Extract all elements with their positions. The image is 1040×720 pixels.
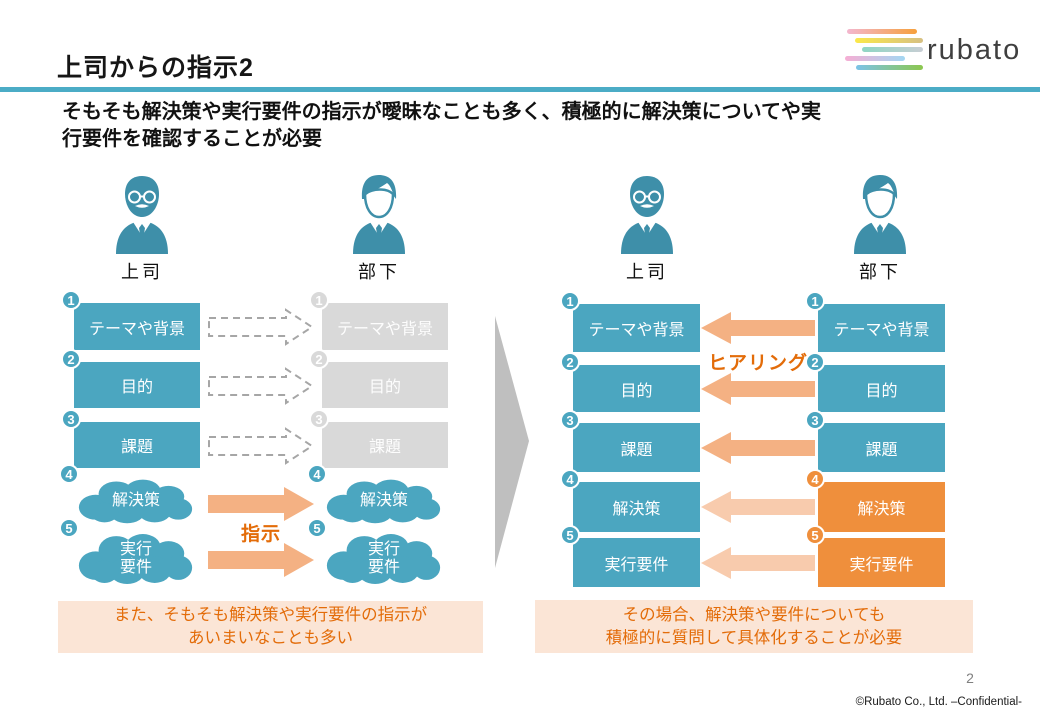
box-label: 実行要件 [604,556,669,574]
step-number-badge: 5 [560,525,580,545]
step-number-badge: 3 [309,409,329,429]
right-boss-box-purpose: 2 目的 [560,352,700,412]
box-label: 目的 [865,382,898,400]
cloud-label: 解決策 [359,492,408,509]
logo-stripe [847,29,917,34]
step-number-badge: 5 [307,518,327,538]
left-boss-box-theme: 1 テーマや背景 [61,290,200,350]
step-number-badge: 3 [560,410,580,430]
left-boss-box-purpose: 2 目的 [61,349,200,408]
right-sub-box-theme: 1 テーマや背景 [805,291,945,352]
title-divider [0,87,1040,92]
right-boss-box-issue: 3 課題 [560,410,700,472]
left-sub-box-issue: 3 課題 [309,409,448,468]
step-number-badge: 1 [560,291,580,311]
box-label: テーマや背景 [833,322,930,339]
left-note-box: また、そもそも解決策や実行要件の指示が あいまいなことも多い [58,601,483,653]
step-number-badge: 4 [307,464,327,484]
solid-left-arrow-icon [701,432,815,464]
step-number-badge: 3 [61,409,81,429]
transition-chevron-icon [495,316,529,568]
page-number: 2 [966,670,974,686]
pale-left-arrow-icon [701,547,815,579]
solid-right-arrow-icon [208,487,314,521]
pale-left-arrow-icon [701,491,815,523]
subordinate-person-icon [852,174,908,254]
copyright-text: ©Rubato Co., Ltd. –Confidential- [855,696,1022,708]
box-label: テーマや背景 [588,322,685,339]
box-label: 課題 [620,441,653,459]
cloud-label: 実行 要件 [367,540,400,576]
left-sub-cloud-solution: 4 解決策 [307,464,448,525]
boss-label: 上司 [121,262,163,282]
right-sub-box-purpose: 2 目的 [805,352,945,412]
box-label: テーマや背景 [336,320,433,338]
box-label: 目的 [620,382,653,400]
right-note-box: その場合、解決策や要件についても 積極的に質問して具体化することが必要 [535,600,973,653]
step-number-badge: 1 [61,290,81,310]
box-label: 課題 [368,439,401,456]
box-label: 目的 [120,379,153,396]
step-number-badge: 2 [309,349,329,369]
subordinate-label: 部下 [358,262,400,282]
box-label: 課題 [120,439,153,456]
instruction-flow-label: 指示 [240,524,281,545]
subordinate-label: 部下 [859,262,901,282]
cloud-label: 解決策 [111,492,160,509]
box-label: 課題 [865,441,898,459]
solid-left-arrow-icon [701,373,815,405]
rubato-logo: rubato [843,22,1028,78]
logo-stripe [862,47,923,52]
right-boss-box-theme: 1 テーマや背景 [560,291,700,352]
right-sub-box-issue: 3 課題 [805,410,945,472]
left-sub-box-theme: 1 テーマや背景 [309,290,448,350]
left-boss-cloud-requirements: 5 実行 要件 [59,518,200,586]
left-boss-box-issue: 3 課題 [61,409,200,468]
dashed-right-arrow-icon [208,308,314,346]
solid-left-arrow-icon [701,312,815,344]
step-number-badge: 5 [59,518,79,538]
box-label: 目的 [368,379,401,396]
box-label: テーマや背景 [88,320,185,338]
box-label: 解決策 [857,501,906,518]
step-number-badge: 4 [560,469,580,489]
step-number-badge: 4 [59,464,79,484]
step-number-badge: 3 [805,410,825,430]
boss-person-icon [620,175,674,254]
left-boss-cloud-solution: 4 解決策 [59,464,200,525]
step-number-badge: 2 [61,349,81,369]
cloud-label: 実行 要件 [119,540,152,576]
right-sub-box-requirements: 5 実行要件 [805,525,945,587]
boss-label: 上司 [626,262,668,282]
subordinate-person-icon [351,174,407,254]
left-sub-cloud-requirements: 5 実行 要件 [307,518,448,586]
right-boss-box-requirements: 5 実行要件 [560,525,700,587]
right-boss-box-solution: 4 解決策 [560,469,700,532]
box-label: 解決策 [612,501,661,518]
boss-person-icon [115,175,169,254]
box-label: 実行要件 [849,556,914,574]
step-number-badge: 1 [805,291,825,311]
logo-stripe [845,56,905,61]
solid-right-arrow-icon [208,543,314,577]
logo-stripe [855,38,923,43]
logo-stripe [856,65,923,70]
step-number-badge: 5 [805,525,825,545]
step-number-badge: 2 [560,352,580,372]
left-sub-box-purpose: 2 目的 [309,349,448,408]
dashed-right-arrow-icon [208,427,314,465]
page-title: 上司からの指示2 [57,54,254,82]
dashed-right-arrow-icon [208,367,314,405]
step-number-badge: 1 [309,290,329,310]
hearing-flow-label: ヒアリング [707,353,808,374]
step-number-badge: 4 [805,469,825,489]
step-number-badge: 2 [805,352,825,372]
right-sub-box-solution: 4 解決策 [805,469,945,532]
logo-stripes-icon [843,25,927,75]
slide-subtitle: そもそも解決策や実行要件の指示が曖昧なことも多く、積極的に解決策についてや実 行… [62,101,821,150]
logo-wordmark: rubato [927,33,1022,66]
